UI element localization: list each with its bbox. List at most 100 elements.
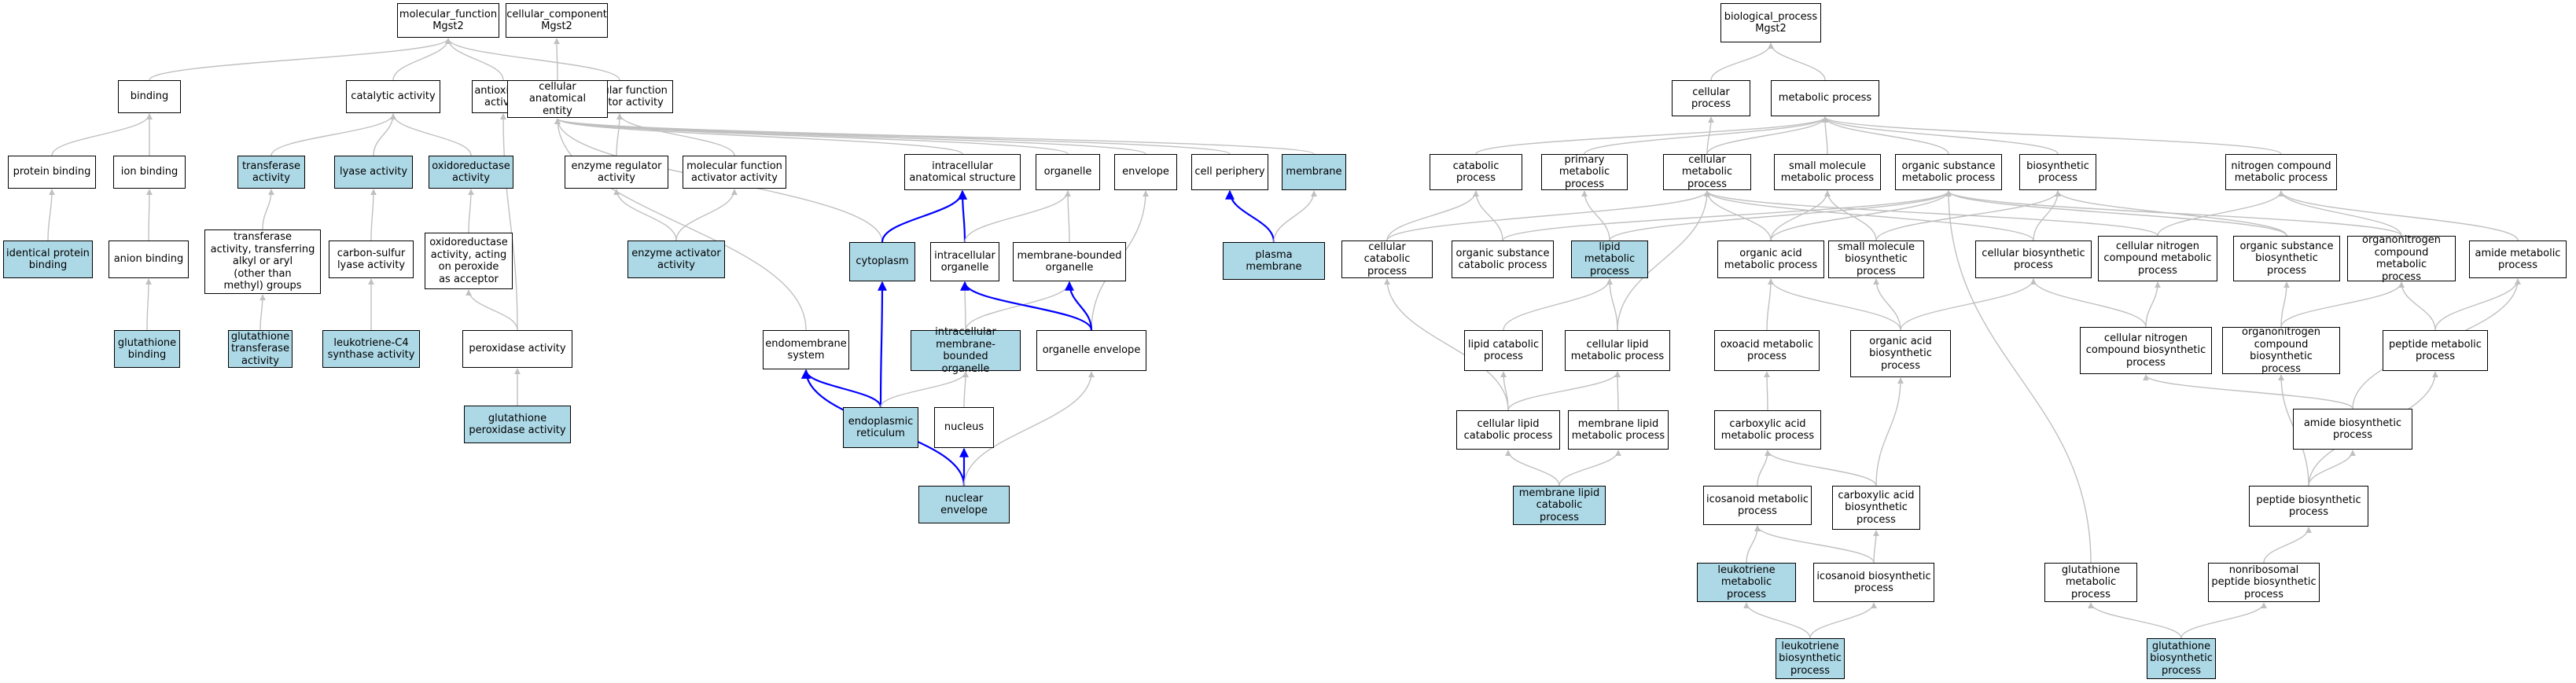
edge-enzact-to-enzreg	[613, 189, 677, 241]
edge-glutbio-to-glutmet	[2088, 602, 2182, 639]
go-term-peptide[interactable]: peptide metabolic process	[2383, 330, 2488, 371]
go-term-ionbind[interactable]: ion binding	[113, 156, 186, 189]
edge-enzreg-to-mfreg	[616, 113, 623, 156]
go-term-glutbio[interactable]: glutathione biosynthetic process	[2147, 638, 2216, 679]
go-term-cellnitro[interactable]: cellular nitrogen compound metabolic pro…	[2098, 236, 2217, 281]
go-term-protbind[interactable]: protein binding	[8, 156, 96, 189]
edge-peptide-to-organonitro	[2398, 281, 2436, 331]
edge-nrpbio-to-peptidebio	[2263, 527, 2312, 564]
go-term-binding[interactable]: binding	[118, 80, 181, 113]
go-term-nucleus[interactable]: nucleus	[934, 407, 994, 448]
go-term-cellbio[interactable]: cellular biosynthetic process	[1975, 241, 2092, 278]
go-term-leukbio[interactable]: leukotriene biosynthetic process	[1776, 638, 1845, 679]
go-term-cellproc[interactable]: cellular process	[1672, 80, 1750, 116]
go-term-mfact[interactable]: molecular function activator activity	[683, 156, 786, 189]
go-term-celllipidcat[interactable]: cellular lipid catabolic process	[1456, 410, 1560, 450]
go-term-csl[interactable]: carbon-sulfur lyase activity	[329, 241, 414, 278]
go-term-biosyn[interactable]: biosynthetic process	[2019, 154, 2096, 190]
go-term-ltc4[interactable]: leukotriene-C4 synthase activity	[322, 330, 420, 368]
go-term-smallmolbio[interactable]: small molecule biosynthetic process	[1828, 241, 1924, 278]
go-term-plasmamem[interactable]: plasma membrane	[1223, 242, 1325, 280]
go-term-metproc[interactable]: metabolic process	[1771, 80, 1879, 116]
edge-gst-to-transalkyl	[259, 294, 266, 331]
edge-catalytic-to-mf	[392, 38, 451, 81]
go-term-orgsubcat[interactable]: organic substance catabolic process	[1452, 241, 1554, 278]
go-term-amidebio[interactable]: amide biosynthetic process	[2293, 409, 2412, 450]
go-term-mf[interactable]: molecular_function Mgst2	[397, 3, 499, 38]
go-term-cellnitrobio[interactable]: cellular nitrogen compound biosynthetic …	[2080, 327, 2212, 374]
go-term-periphery[interactable]: cell periphery	[1191, 154, 1268, 190]
edge-transalkyl-to-transferase	[262, 189, 274, 230]
go-term-gpx[interactable]: glutathione peroxidase activity	[464, 406, 571, 443]
edge-cellcat-to-cellmet	[1386, 190, 1710, 241]
go-term-glutmet[interactable]: glutathione metabolic process	[2044, 563, 2137, 602]
go-term-orgsub[interactable]: organic substance metabolic process	[1895, 154, 2002, 190]
go-term-enzact[interactable]: enzyme activator activity	[627, 241, 725, 278]
go-term-primmet[interactable]: primary metabolic process	[1541, 154, 1628, 190]
edge-orgacidbio-to-cellbio	[1900, 278, 2037, 331]
go-term-leukmet[interactable]: leukotriene metabolic process	[1697, 563, 1796, 602]
go-term-organelle[interactable]: organelle	[1036, 154, 1100, 190]
edge-celllipid-to-lipidmet	[1606, 278, 1618, 331]
go-term-memlipid[interactable]: membrane lipid metabolic process	[1568, 410, 1669, 450]
go-term-organonitro[interactable]: organonitrogen compound metabolic proces…	[2347, 234, 2456, 283]
edge-cellmet-to-metproc	[1706, 116, 1828, 155]
go-term-oxidoreductase[interactable]: oxidoreductase activity	[429, 156, 513, 189]
go-term-transferase[interactable]: transferase activity	[237, 156, 305, 189]
go-term-identprot[interactable]: identical protein binding	[3, 241, 93, 278]
go-term-icosmet[interactable]: icosanoid metabolic process	[1703, 486, 1812, 525]
go-term-endomem[interactable]: endomembrane system	[763, 330, 849, 369]
go-term-membrane[interactable]: membrane	[1282, 154, 1346, 190]
edge-glubind-to-anionbind	[145, 278, 152, 331]
edge-periphery-to-cae	[554, 118, 1231, 155]
edge-carboxbio-to-carbox	[1765, 450, 1877, 487]
go-term-nucenv[interactable]: nuclear envelope	[918, 486, 1010, 523]
go-term-er[interactable]: endoplasmic reticulum	[843, 407, 918, 448]
edge-lipidmet-to-orgsub	[1609, 190, 1952, 241]
go-term-bp[interactable]: biological_process Mgst2	[1720, 3, 1821, 42]
go-term-intracas[interactable]: intracellular anatomical structure	[904, 154, 1021, 190]
edge-cae-to-cc	[554, 38, 561, 81]
go-term-carboxbio[interactable]: carboxylic acid biosynthetic process	[1832, 486, 1920, 530]
go-term-smallmol[interactable]: small molecule metabolic process	[1774, 154, 1881, 190]
go-term-imbo[interactable]: intracellular membrane-bounded organelle	[911, 326, 1021, 375]
go-term-orgacid[interactable]: organic acid metabolic process	[1717, 241, 1824, 278]
go-term-cae[interactable]: cellular anatomical entity	[507, 80, 608, 118]
go-term-catalytic[interactable]: catalytic activity	[346, 80, 440, 113]
go-term-organonitrobio[interactable]: organonitrogen compound biosynthetic pro…	[2222, 326, 2340, 375]
go-term-orgsubbio[interactable]: organic substance biosynthetic process	[2233, 236, 2340, 281]
go-term-intraorg[interactable]: intracellular organelle	[930, 242, 999, 281]
go-term-catproc[interactable]: catabolic process	[1430, 154, 1522, 190]
go-term-celllipid[interactable]: cellular lipid metabolic process	[1565, 330, 1670, 371]
go-term-nitro[interactable]: nitrogen compound metabolic process	[2225, 154, 2337, 190]
go-term-lipidmet[interactable]: lipid metabolic process	[1571, 241, 1648, 278]
go-term-peptidebio[interactable]: peptide biosynthetic process	[2249, 486, 2368, 527]
go-term-peroxidase[interactable]: peroxidase activity	[462, 330, 572, 368]
go-term-glubind[interactable]: glutathione binding	[114, 330, 180, 368]
go-term-oxoacid[interactable]: oxoacid metabolic process	[1714, 330, 1820, 371]
go-term-anionbind[interactable]: anion binding	[109, 241, 189, 278]
go-term-nrpbio[interactable]: nonribosomal peptide biosynthetic proces…	[2208, 563, 2320, 602]
go-term-enzreg[interactable]: enzyme regulator activity	[565, 156, 668, 189]
go-term-carbox[interactable]: carboxylic acid metabolic process	[1714, 410, 1821, 450]
edge-enzact-to-mfact	[675, 189, 738, 241]
edge-peptidebio-to-amidebio	[2308, 450, 2356, 487]
go-term-envelope[interactable]: envelope	[1114, 154, 1177, 190]
go-term-mbo[interactable]: membrane-bounded organelle	[1013, 242, 1126, 281]
go-term-lyase[interactable]: lyase activity	[334, 156, 413, 189]
go-term-orgenv[interactable]: organelle envelope	[1036, 330, 1146, 371]
go-term-icosbio[interactable]: icosanoid biosynthetic process	[1813, 563, 1934, 602]
edge-binding-to-mf	[149, 38, 451, 81]
go-term-amide[interactable]: amide metabolic process	[2469, 241, 2567, 278]
go-term-orgacidbio[interactable]: organic acid biosynthetic process	[1850, 330, 1951, 377]
go-term-oxperox[interactable]: oxidoreductase activity, acting on perox…	[425, 233, 513, 289]
go-term-cellcat[interactable]: cellular catabolic process	[1341, 241, 1433, 278]
go-term-lipidcat[interactable]: lipid catabolic process	[1464, 330, 1543, 371]
go-term-transalkyl[interactable]: transferase activity, transferring alkyl…	[204, 230, 321, 294]
go-term-gst[interactable]: glutathione transferase activity	[228, 330, 293, 368]
go-term-cc[interactable]: cellular_component Mgst2	[506, 3, 608, 38]
go-term-cytoplasm[interactable]: cytoplasm	[849, 242, 915, 281]
go-term-memlipidcat[interactable]: membrane lipid catabolic process	[1513, 486, 1606, 525]
go-term-cellmet[interactable]: cellular metabolic process	[1663, 154, 1751, 190]
